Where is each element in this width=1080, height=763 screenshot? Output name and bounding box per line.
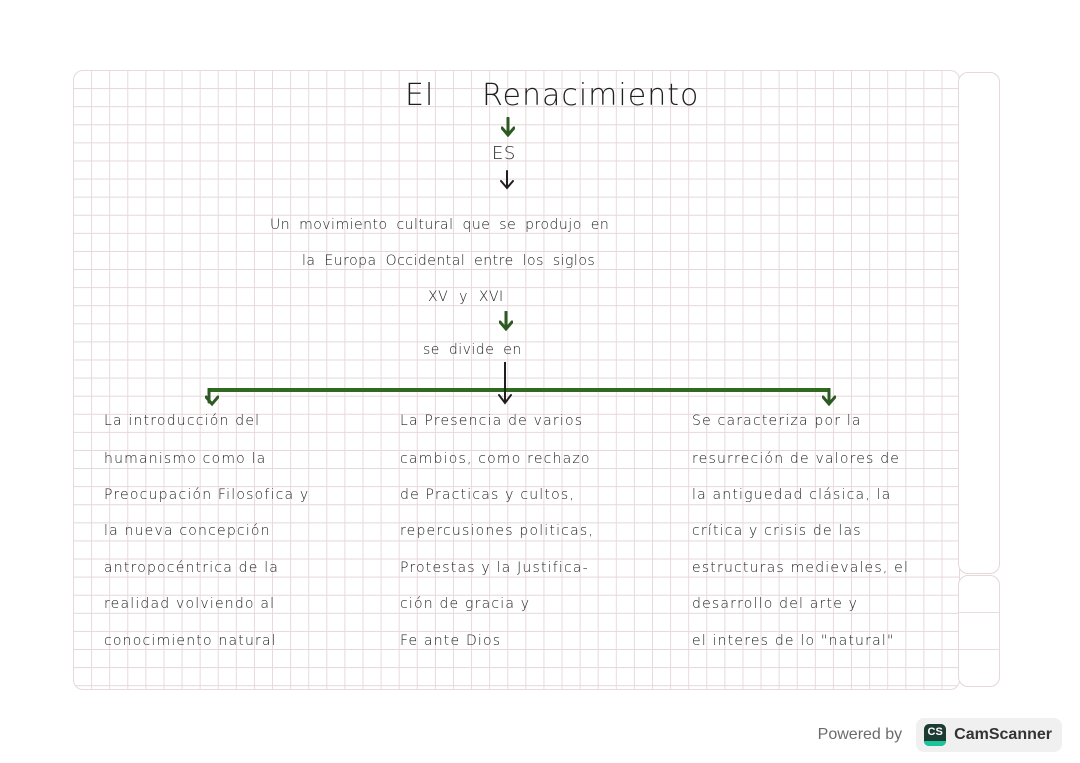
branch-1-line: conocimiento natural [104,633,277,649]
branch-2-line: cambios, como rechazo [400,451,591,467]
branch-2-line: Fe ante Dios [400,633,502,649]
branch-1-line: humanismo como la [104,451,267,467]
title-el: El [405,78,435,113]
tab-divider [959,649,999,650]
branch-3-line: desarrollo del arte y [692,596,859,612]
definition-line-2: la Europa Occidental entre los siglos [302,253,596,269]
branch-3-line: la antiguedad clásica, la [692,487,892,503]
branch-1-line: la nueva concepción [104,523,271,539]
branch-3-line: Se caracteriza por la [692,413,862,429]
branch-2-line: repercusiones politicas, [400,523,594,539]
down-arrow-icon [499,311,513,331]
definition-line-3: XV y XVI [428,289,504,305]
powered-by-label: Powered by [817,726,903,743]
camscanner-brand-name: CamScanner [954,726,1052,743]
tab-divider [959,612,999,613]
definition-line-1: Un movimiento cultural que se produjo en [270,217,610,233]
left-down-arrow-icon [205,388,219,408]
right-down-arrow-icon [822,388,836,408]
title-renacimiento: Renacimiento [482,78,700,113]
notebook-side-tab-top [958,72,1000,574]
camscanner-watermark: Powered by CS CamScanner [818,718,1062,752]
branch-2-line: ción de gracia y [400,596,531,612]
branch-1-line: realidad volviendo al [104,596,276,612]
center-down-arrow-icon [498,362,512,406]
branch-2-line: de Practicas y cultos, [400,487,575,503]
connector-se-divide-en: se divide en [423,342,522,358]
down-arrow-icon [500,170,514,190]
branch-3-line: el interes de lo "natural" [692,633,895,649]
branch-connector-line [208,388,830,392]
notebook-side-tab-bottom [958,575,1000,687]
branch-2-line: La Presencia de varios [400,413,584,429]
branch-3-line: resurreción de valores de [692,451,901,467]
branch-3-line: crítica y crisis de las [692,523,862,539]
branch-1-line: antropocéntrica de la [104,560,280,576]
camscanner-logo-icon: CS [924,724,947,746]
branch-2-line: Protestas y la Justifica- [400,560,589,576]
connector-es: ES [492,143,516,164]
branch-1-line: Preocupación Filosofica y [104,487,310,503]
branch-1-line: La introducción del [104,413,261,429]
graph-paper-sheet [73,70,960,690]
branch-3-line: estructuras medievales, el [692,560,910,576]
down-arrow-icon [501,117,515,137]
camscanner-badge: CS CamScanner [916,718,1062,752]
